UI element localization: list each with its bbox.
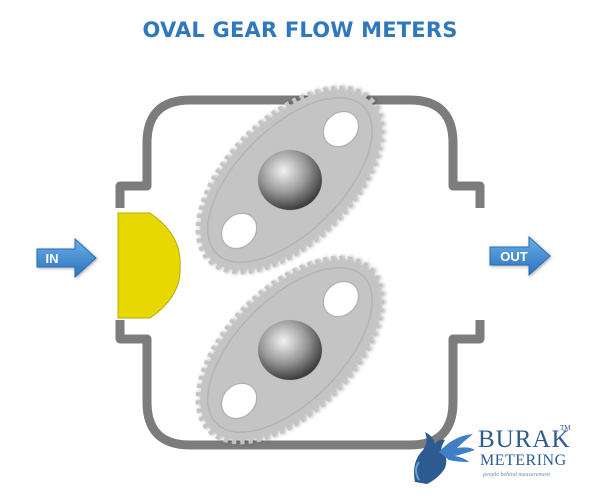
out-arrow-icon: OUT bbox=[489, 235, 551, 277]
logo-horse-icon bbox=[414, 432, 475, 484]
housing-lower bbox=[115, 320, 485, 450]
logo-name: BURAK bbox=[478, 426, 571, 453]
lower-oval-gear bbox=[195, 255, 385, 445]
in-arrow-icon: IN bbox=[36, 237, 97, 279]
fluid-slug bbox=[117, 212, 181, 319]
logo-subtitle: METERING bbox=[480, 452, 567, 469]
lower-gear-hole-a bbox=[322, 281, 359, 318]
upper-gear-hub bbox=[258, 150, 322, 210]
lower-gear-hole-b bbox=[221, 382, 258, 419]
logo-tagline: people behind measurement bbox=[483, 472, 551, 478]
page-title: OVAL GEAR FLOW METERS bbox=[142, 18, 458, 42]
lower-gear-hub bbox=[258, 320, 322, 380]
upper-gear-hole-a bbox=[322, 111, 359, 148]
housing-upper bbox=[115, 95, 485, 208]
upper-gear-hole-b bbox=[221, 212, 258, 249]
burak-metering-logo: BURAK TM METERING people behind measurem… bbox=[405, 422, 580, 490]
upper-oval-gear bbox=[195, 85, 385, 275]
out-label: OUT bbox=[500, 249, 528, 264]
in-label: IN bbox=[46, 251, 59, 266]
logo-trademark: TM bbox=[560, 424, 571, 432]
